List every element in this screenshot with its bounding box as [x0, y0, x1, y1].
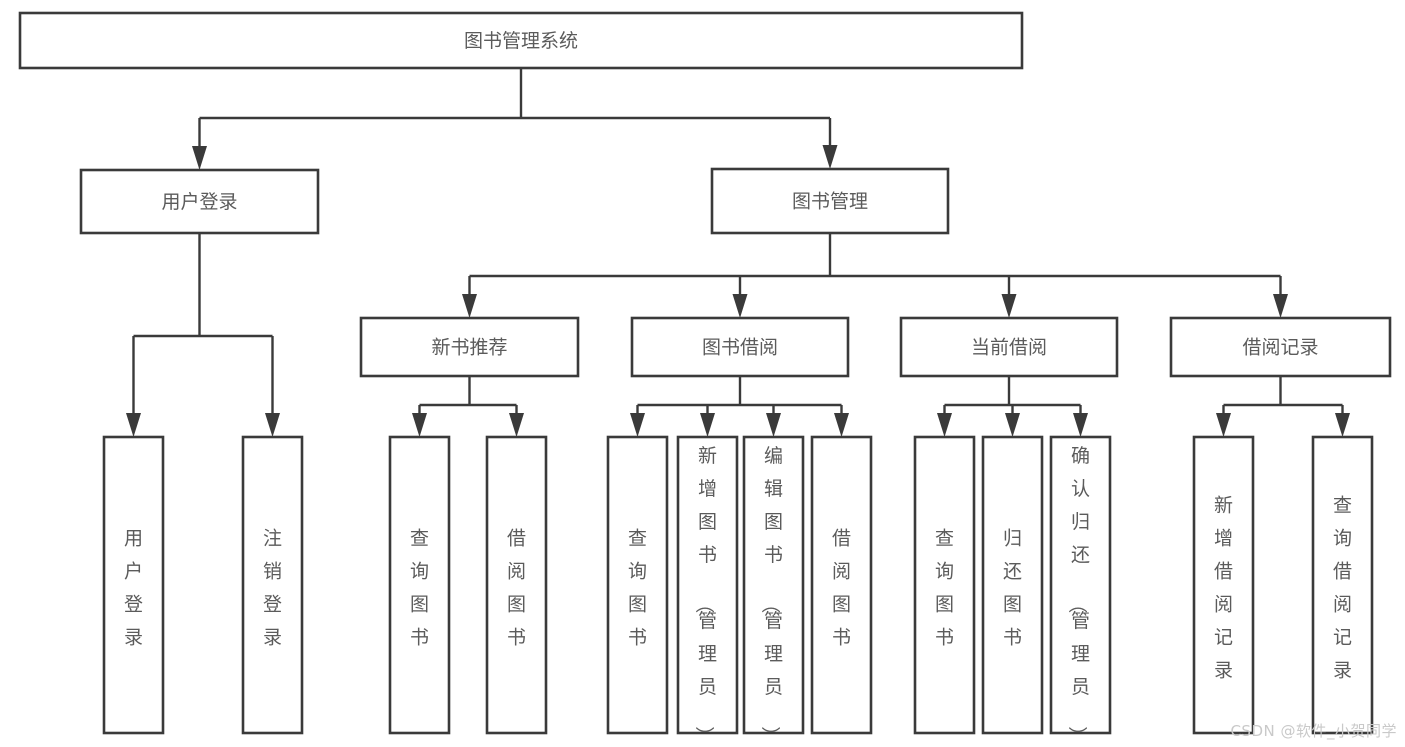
node-box[interactable]: [710, 167, 950, 235]
tree-node[interactable]: 当前借阅: [899, 316, 1119, 378]
node-box[interactable]: [676, 435, 739, 735]
node-label: 用户登录: [124, 528, 143, 649]
tree-node[interactable]: 确认归还（管理员）: [1049, 435, 1112, 745]
tree-node[interactable]: 借阅图书: [810, 435, 873, 735]
node-box[interactable]: [630, 316, 850, 378]
node-box[interactable]: [1169, 316, 1392, 378]
node-box[interactable]: [18, 11, 1024, 70]
node-box[interactable]: [388, 435, 451, 735]
node-label: 新增图书（管理员）: [693, 445, 717, 745]
node-box[interactable]: [742, 435, 805, 735]
arrow-head-icon: [1073, 413, 1088, 437]
node-label: 查询借阅记录: [1333, 495, 1352, 682]
edge-layer: [126, 68, 1350, 437]
arrow-head-icon: [1005, 413, 1020, 437]
node-label: 当前借阅: [971, 337, 1047, 359]
arrow-head-icon: [192, 146, 207, 170]
node-label: 借阅图书: [507, 528, 526, 649]
node-box[interactable]: [241, 435, 304, 735]
arrow-head-icon: [265, 413, 280, 437]
node-label: 注销登录: [263, 528, 282, 649]
tree-node[interactable]: 用户登录: [79, 168, 320, 235]
tree-node[interactable]: 查询图书: [913, 435, 976, 735]
node-box[interactable]: [913, 435, 976, 735]
tree-node[interactable]: 新书推荐: [359, 316, 580, 378]
arrow-head-icon: [1216, 413, 1231, 437]
tree-node[interactable]: 新增图书（管理员）: [676, 435, 739, 745]
node-box[interactable]: [1049, 435, 1112, 735]
node-label: 用户登录: [161, 191, 237, 213]
arrow-head-icon: [1001, 294, 1017, 318]
node-label: 确认归还（管理员）: [1066, 445, 1090, 745]
arrow-head-icon: [630, 413, 645, 437]
tree-node[interactable]: 查询图书: [388, 435, 451, 735]
tree-node[interactable]: 查询图书: [606, 435, 669, 735]
node-label: 新增借阅记录: [1214, 495, 1233, 682]
tree-node[interactable]: 归还图书: [981, 435, 1044, 735]
tree-node[interactable]: 查询借阅记录: [1311, 435, 1374, 735]
node-box[interactable]: [606, 435, 669, 735]
node-label: 图书管理系统: [464, 30, 578, 52]
node-box[interactable]: [981, 435, 1044, 735]
node-label: 查询图书: [628, 528, 647, 649]
node-box[interactable]: [899, 316, 1119, 378]
node-label: 查询图书: [935, 528, 954, 649]
node-box[interactable]: [1192, 435, 1255, 735]
arrow-head-icon: [1273, 294, 1288, 318]
node-label: 借阅图书: [832, 528, 851, 649]
arrow-head-icon: [509, 413, 524, 437]
node-label: 新书推荐: [431, 337, 507, 359]
tree-node[interactable]: 借阅记录: [1169, 316, 1392, 378]
node-label: 归还图书: [1003, 528, 1022, 649]
node-box[interactable]: [102, 435, 165, 735]
node-label: 图书借阅: [702, 337, 778, 359]
tree-node[interactable]: 图书借阅: [630, 316, 850, 378]
arrow-head-icon: [462, 294, 477, 318]
tree-node[interactable]: 注销登录: [241, 435, 304, 735]
node-box[interactable]: [810, 435, 873, 735]
tree-node[interactable]: 编辑图书（管理员）: [742, 435, 805, 745]
node-label: 图书管理: [792, 191, 868, 213]
node-label: 查询图书: [410, 528, 429, 649]
tree-node[interactable]: 图书管理系统: [18, 11, 1024, 70]
node-layer: 图书管理系统用户登录图书管理新书推荐图书借阅当前借阅借阅记录用户登录注销登录查询…: [18, 11, 1392, 745]
tree-node[interactable]: 新增借阅记录: [1192, 435, 1255, 735]
arrow-head-icon: [766, 413, 781, 437]
arrow-head-icon: [126, 413, 141, 437]
node-box[interactable]: [359, 316, 580, 378]
tree-node[interactable]: 用户登录: [102, 435, 165, 735]
node-box[interactable]: [79, 168, 320, 235]
arrow-head-icon: [822, 145, 838, 169]
tree-node[interactable]: 借阅图书: [485, 435, 548, 735]
arrow-head-icon: [412, 413, 427, 437]
node-box[interactable]: [1311, 435, 1374, 735]
watermark-text: CSDN @软件_小贺同学: [1230, 722, 1397, 740]
node-label: 编辑图书（管理员）: [759, 445, 783, 745]
node-label: 借阅记录: [1242, 337, 1318, 359]
arrow-head-icon: [732, 294, 748, 318]
node-box[interactable]: [485, 435, 548, 735]
arrow-head-icon: [700, 413, 715, 437]
arrow-head-icon: [1335, 413, 1350, 437]
arrow-head-icon: [937, 413, 952, 437]
arrow-head-icon: [834, 413, 849, 437]
tree-node[interactable]: 图书管理: [710, 167, 950, 235]
